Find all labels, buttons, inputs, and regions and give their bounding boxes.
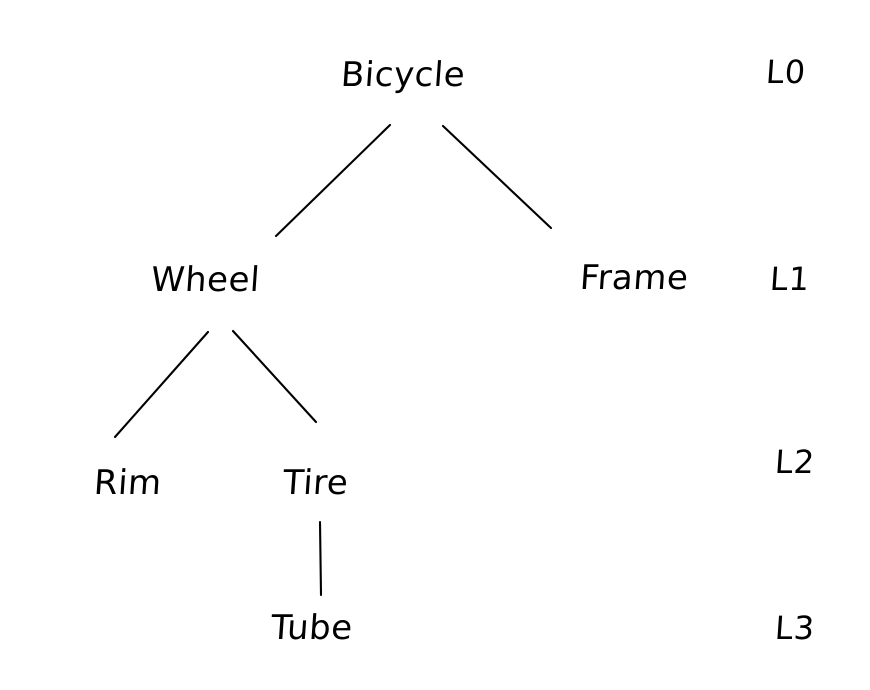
edge-group [113, 123, 553, 597]
tree-node-tire[interactable]: Tire [281, 463, 350, 503]
tree-node-wheel[interactable]: Wheel [149, 260, 262, 300]
level-label-l0: L0 [764, 53, 808, 91]
tree-node-rim[interactable]: Rim [92, 463, 164, 503]
level-label-l3: L3 [773, 609, 817, 647]
tree-edge-tire-to-tube [318, 520, 323, 597]
level-label-l2: L2 [773, 443, 817, 481]
tree-edge-wheel-to-tire [231, 329, 318, 424]
tree-node-tube[interactable]: Tube [269, 608, 355, 648]
tree-edge-bicycle-to-wheel [274, 123, 392, 238]
tree-node-frame[interactable]: Frame [578, 258, 690, 298]
tree-edge-wheel-to-rim [113, 330, 210, 439]
tree-edge-bicycle-to-frame [441, 124, 553, 230]
level-label-l1: L1 [768, 260, 812, 298]
tree-node-bicycle[interactable]: Bicycle [339, 55, 467, 95]
